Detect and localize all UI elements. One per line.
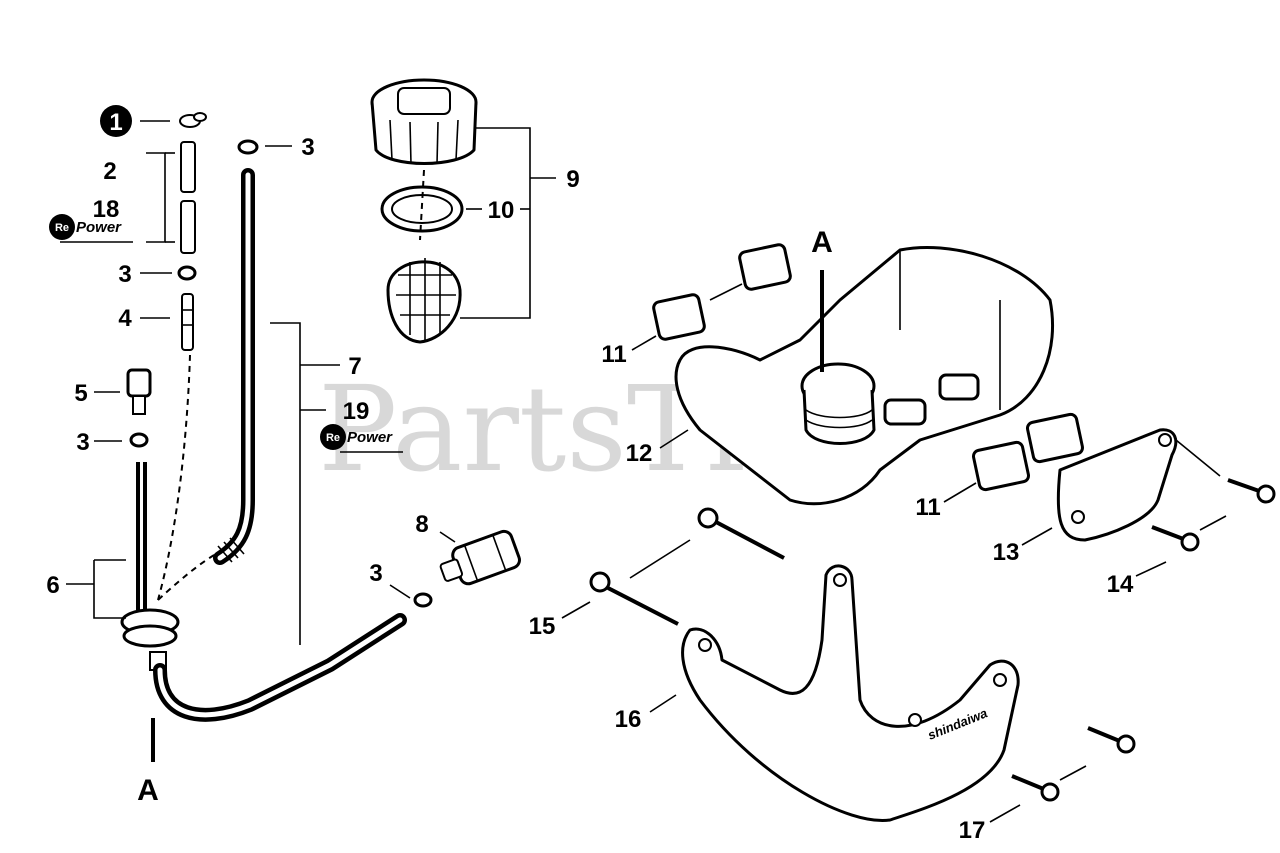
repower-word: Power [347, 429, 393, 446]
callout-12[interactable]: 12 [626, 440, 653, 467]
part-9-fuel-cap[interactable] [370, 78, 478, 165]
part-6-grommet[interactable] [120, 462, 180, 671]
part-4-connector[interactable] [181, 293, 194, 351]
callout-2[interactable]: 2 [103, 158, 116, 185]
callout-13[interactable]: 13 [993, 539, 1020, 566]
callout-15[interactable]: 15 [529, 613, 556, 640]
part-10-gasket[interactable] [380, 185, 464, 233]
callout-3-grommet[interactable]: 3 [76, 429, 89, 456]
callout-3-left[interactable]: 3 [118, 261, 131, 288]
part-1-clip[interactable] [179, 112, 207, 128]
callout-11-bottom[interactable]: 11 [915, 494, 940, 521]
callout-7[interactable]: 7 [348, 353, 361, 380]
part-15-bolts[interactable] [589, 507, 785, 626]
repower-re: Re [326, 432, 340, 444]
part-13-bracket[interactable] [1056, 428, 1178, 542]
repower-re: Re [55, 222, 69, 234]
part-19-return-hose[interactable] [153, 613, 407, 722]
callout-11-top[interactable]: 11 [601, 341, 626, 368]
part-16-tank-guard[interactable]: shindaiwa [681, 564, 1020, 823]
callout-5[interactable]: 5 [74, 380, 87, 407]
callout-9[interactable]: 9 [566, 166, 579, 193]
part-12-fuel-tank[interactable] [674, 246, 1055, 506]
part-17-bolts[interactable] [1011, 726, 1136, 802]
callout-1[interactable]: 1 [109, 109, 122, 136]
repower-badge-top: Re Power [49, 214, 133, 243]
callout-16[interactable]: 16 [615, 706, 642, 733]
callout-10[interactable]: 10 [488, 197, 515, 224]
repower-word: Power [76, 219, 122, 236]
callout-17[interactable]: 17 [959, 817, 986, 844]
callout-3-filter[interactable]: 3 [369, 560, 382, 587]
part-11-mounts-top[interactable] [652, 243, 792, 341]
repower-badge-middle: Re Power [320, 424, 403, 453]
reference-letter-a-bottom: A [137, 774, 159, 807]
dash-guide-1 [157, 354, 191, 601]
callout-19[interactable]: 19 [343, 398, 370, 425]
part-3-oring-filter[interactable] [413, 592, 433, 608]
callout-6[interactable]: 6 [46, 572, 59, 599]
callout-8[interactable]: 8 [415, 511, 428, 538]
part-14-bolts[interactable] [1151, 478, 1276, 552]
part-5-filter[interactable] [126, 368, 152, 415]
part-11-mounts-bottom[interactable] [972, 412, 1084, 492]
callout-4[interactable]: 4 [118, 305, 132, 332]
callout-18[interactable]: 18 [93, 196, 120, 223]
part-8-fuel-filter[interactable] [436, 529, 521, 591]
part-7-hose[interactable] [213, 168, 255, 565]
part-3-oring-top[interactable] [237, 139, 259, 155]
callout-14[interactable]: 14 [1107, 571, 1134, 598]
part-3-oring-left[interactable] [177, 265, 197, 281]
reference-letter-a-tank: A [811, 226, 833, 259]
leader-lines [66, 120, 1227, 823]
cap-retainer-chain[interactable] [386, 169, 462, 344]
callout-3-top[interactable]: 3 [301, 134, 314, 161]
part-2-tube[interactable] [180, 141, 196, 254]
part-3-oring-grommet[interactable] [129, 432, 149, 448]
callout-1-circle [100, 105, 132, 137]
